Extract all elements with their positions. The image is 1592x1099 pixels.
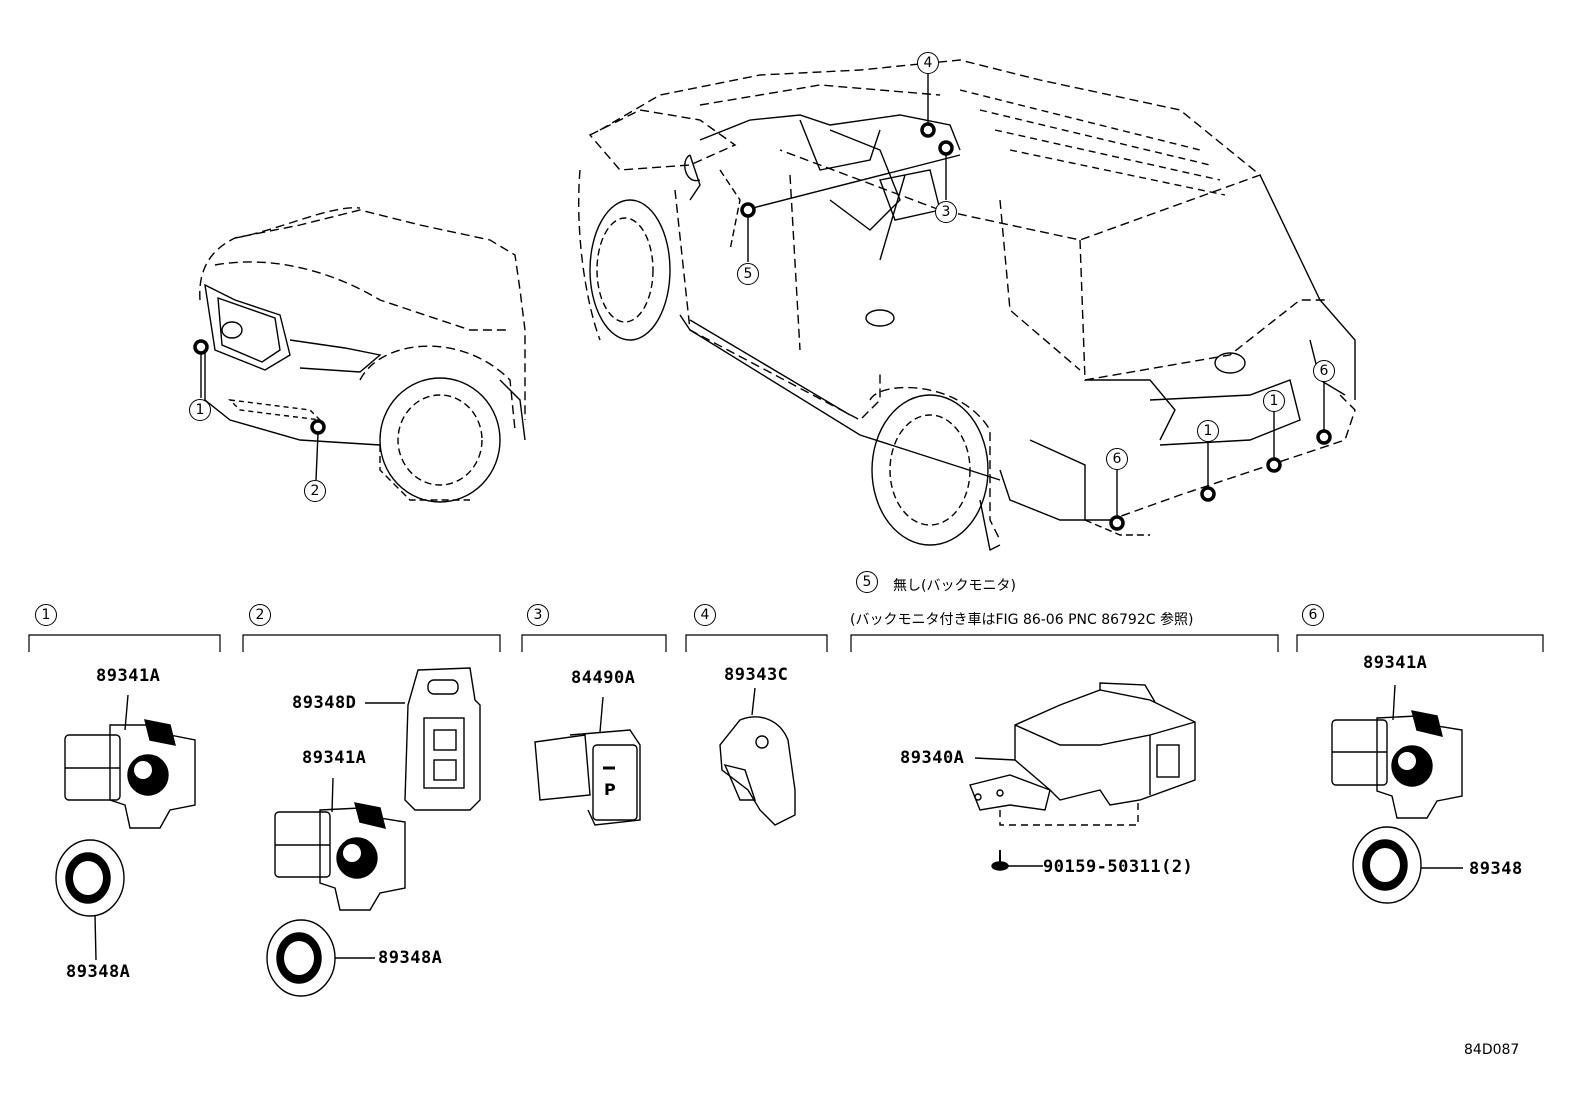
part-label-89343C-group4[interactable]: 89343C xyxy=(724,665,789,685)
group1-retainer-drawing xyxy=(55,839,125,961)
callout-1-vehicle-center: 1 xyxy=(1197,420,1219,442)
rear-vehicle-illustration xyxy=(578,59,1356,552)
callout-1-vehicle-right: 1 xyxy=(1263,390,1285,412)
callout-6-vehicle-right: 6 xyxy=(1313,360,1335,382)
group6-sensor-drawing xyxy=(1331,684,1463,819)
part-label-90159-50311-screw[interactable]: 90159-50311(2) xyxy=(1043,857,1194,877)
group-5-number: 5 xyxy=(856,571,878,593)
part-label-89341A-group2[interactable]: 89341A xyxy=(302,748,367,768)
callout-6-vehicle-left: 6 xyxy=(1106,448,1128,470)
group2-retainer-drawing xyxy=(266,919,375,997)
callout-3-vehicle: 3 xyxy=(935,201,957,223)
group-5-note-reference: (バックモニタ付き車はFIG 86-06 PNC 86792C 参照) xyxy=(850,612,1194,628)
part-label-89348D-group2[interactable]: 89348D xyxy=(292,693,357,713)
group-brackets xyxy=(28,634,1544,652)
group-5-note-none: 無し(バックモニタ) xyxy=(893,578,1016,594)
callout-5-vehicle: 5 xyxy=(737,263,759,285)
group1-sensor-drawing xyxy=(64,694,196,829)
part-label-84490A-group3[interactable]: 84490A xyxy=(571,668,636,688)
part-label-89341A-group6[interactable]: 89341A xyxy=(1363,653,1428,673)
group-1-number: 1 xyxy=(35,604,57,626)
group-4-number: 4 xyxy=(694,604,716,626)
part-label-89348A-group1[interactable]: 89348A xyxy=(66,962,131,982)
callout-4-vehicle: 4 xyxy=(917,52,939,74)
diagram-code: 84D087 xyxy=(1464,1042,1520,1058)
group4-buzzer-drawing xyxy=(719,687,796,826)
group3-switch-drawing xyxy=(534,696,641,826)
part-label-89348A-group2[interactable]: 89348A xyxy=(378,948,443,968)
group2-bracket-drawing xyxy=(365,667,481,811)
callout-2-front: 2 xyxy=(304,480,326,502)
group-3-number: 3 xyxy=(527,604,549,626)
group2-sensor-drawing xyxy=(274,777,406,911)
front-vehicle-illustration xyxy=(193,207,526,503)
group6-retainer-drawing xyxy=(1352,826,1463,904)
group5-screw-drawing xyxy=(991,850,1043,871)
group-2-number: 2 xyxy=(249,604,271,626)
part-label-89348-group6[interactable]: 89348 xyxy=(1469,859,1523,879)
group-6-number: 6 xyxy=(1302,604,1324,626)
group5-computer-drawing xyxy=(969,682,1196,826)
callout-1-front: 1 xyxy=(189,399,211,421)
parking-switch-mark: P xyxy=(604,780,616,799)
part-label-89340A-group5[interactable]: 89340A xyxy=(900,748,965,768)
part-label-89341A-group1[interactable]: 89341A xyxy=(96,666,161,686)
